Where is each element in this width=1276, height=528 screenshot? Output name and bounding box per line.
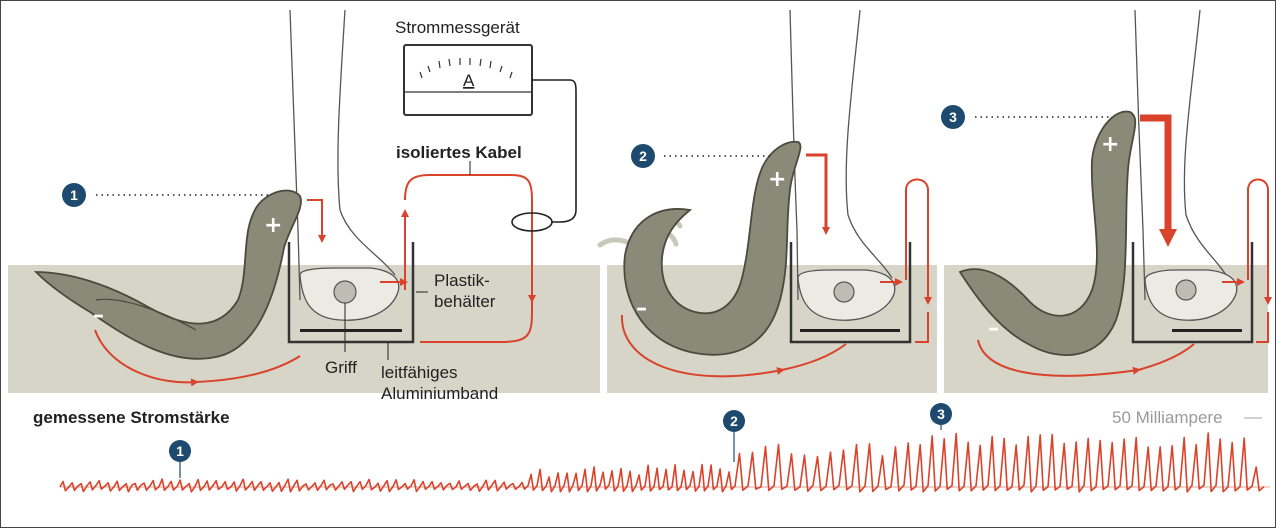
trace-badge-2-label: 2: [730, 413, 738, 429]
label-meter: Strommessgerät: [395, 18, 520, 37]
trace-badge-1-label: 1: [176, 443, 184, 459]
trace-reference-label: 50 Milliampere: [1112, 408, 1223, 427]
label-handle: Griff: [325, 358, 357, 377]
label-band-2: Aluminiumband: [381, 384, 498, 403]
label-cable: isoliertes Kabel: [396, 143, 522, 162]
eel-plus-3: +: [1101, 132, 1119, 157]
arm-outline-1: [290, 10, 395, 300]
handle-knob-1: [334, 281, 356, 303]
meter-cable: [532, 80, 576, 222]
arm-outline-2: [790, 10, 892, 300]
label-band-1: leitfähiges: [381, 363, 458, 382]
aluminium-band-1: [300, 329, 402, 332]
eel-plus-1: +: [264, 213, 282, 238]
badge-2-label: 2: [639, 148, 647, 164]
eel-minus-2: –: [636, 296, 647, 321]
badge-3-label: 3: [949, 109, 957, 125]
current-down-2: [806, 155, 826, 232]
handle-knob-3: [1176, 280, 1196, 300]
trace-badge-3-label: 3: [937, 406, 945, 422]
handle-knob-2: [834, 282, 854, 302]
eel-minus-1: –: [93, 303, 104, 328]
ammeter-unit: A: [463, 71, 475, 90]
current-down-3: [1140, 118, 1168, 238]
current-trace-area: gemessene Stromstärke 50 Milliampere 1 2…: [33, 403, 1270, 492]
aluminium-band-3: [1172, 329, 1242, 332]
current-trace: [60, 433, 1264, 492]
badge-1-label: 1: [70, 187, 78, 203]
trace-title: gemessene Stromstärke: [33, 408, 230, 427]
eel-minus-3: –: [988, 316, 999, 341]
current-down-1: [307, 200, 322, 240]
arm-outline-3: [1135, 10, 1228, 300]
eel-plus-2: +: [768, 167, 786, 192]
aluminium-band-2: [800, 329, 900, 332]
label-container-1: Plastik-: [434, 271, 490, 290]
label-container-2: behälter: [434, 292, 496, 311]
